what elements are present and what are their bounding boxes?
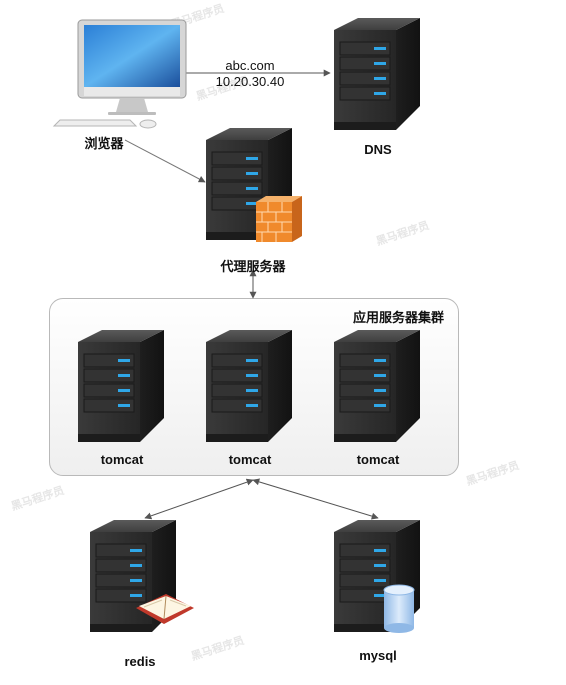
redis-label: redis	[124, 654, 156, 669]
tomcat-server-icon	[333, 329, 421, 443]
tomcat-server-icon	[77, 329, 165, 443]
proxy-label: 代理服务器	[220, 259, 286, 274]
edge-cluster-redis	[144, 478, 254, 520]
book-icon	[136, 594, 194, 624]
database-icon	[383, 584, 415, 633]
tomcat-label: tomcat	[228, 452, 272, 467]
ip-text: 10.20.30.40	[215, 74, 285, 89]
domain-text: abc.com	[225, 58, 275, 73]
cluster-title: 应用服务器集群	[352, 310, 444, 325]
dns-server-icon	[333, 17, 421, 131]
tomcat-label: tomcat	[100, 452, 144, 467]
mysql-label: mysql	[359, 648, 397, 663]
browser-dns-edge-label: abc.com 10.20.30.40	[216, 58, 285, 90]
dns-label: DNS	[364, 142, 392, 157]
firewall-icon	[256, 196, 302, 242]
browser-computer-icon	[52, 19, 187, 129]
browser-label: 浏览器	[84, 136, 124, 151]
tomcat-label: tomcat	[356, 452, 400, 467]
edge-browser-proxy	[124, 139, 206, 183]
edge-cluster-mysql	[252, 478, 379, 520]
tomcat-server-icon	[205, 329, 293, 443]
